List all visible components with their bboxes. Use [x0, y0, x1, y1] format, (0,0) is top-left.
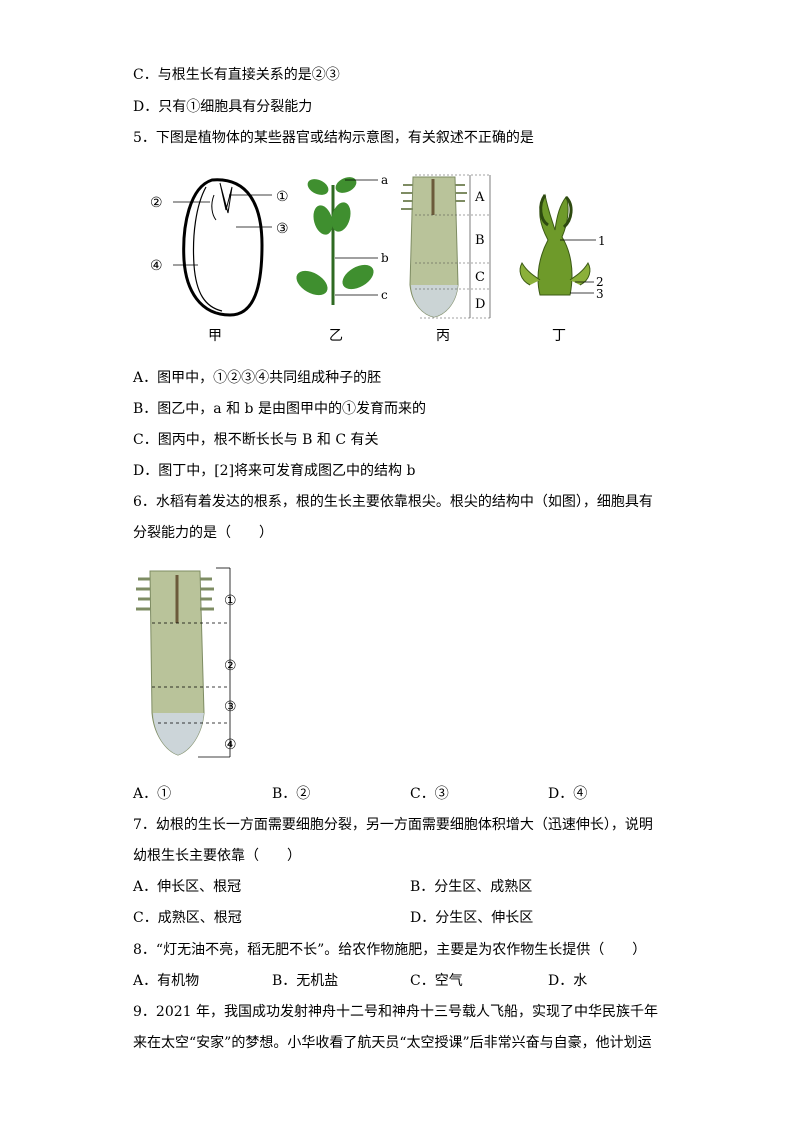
jia-caption: 甲	[208, 328, 222, 344]
figure-ding-bud: 1 2 3 丁	[519, 193, 606, 344]
q6-option-d: D．④	[548, 786, 588, 802]
jia-label-1: ①	[276, 189, 289, 205]
q7-option-c: C．成熟区、根冠	[133, 910, 242, 926]
q6-option-b: B．②	[272, 786, 311, 802]
q6-option-c: C．③	[410, 786, 449, 802]
figure-bing-root-tip: A B C D 丙	[401, 174, 491, 344]
q5-option-c: C．图丙中，根不断长长与 B 和 C 有关	[133, 432, 379, 448]
q5-option-d: D．图丁中，[2]将来可发育成图乙中的结构 b	[133, 463, 416, 479]
figure-yi-seedling: a b c 乙	[296, 173, 389, 344]
q5-option-b: B．图乙中，a 和 b 是由图甲中的①发育而来的	[133, 401, 426, 417]
bing-label-A: A	[474, 190, 485, 205]
q6-stem-line2: 分裂能力的是（ ）	[133, 525, 273, 541]
figure-jia-seed: ① ② ③ ④ 甲	[150, 178, 289, 344]
q6-stem-line1: 6．水稻有着发达的根系，根的生长主要依靠根尖。根尖的结构中（如图），细胞具有	[133, 494, 653, 510]
prev-option-d: D．只有①细胞具有分裂能力	[133, 99, 313, 115]
q7-stem-line2: 幼根生长主要依靠（ ）	[133, 848, 301, 864]
yi-caption: 乙	[329, 328, 343, 344]
q7-option-d: D．分生区、伸长区	[410, 910, 534, 926]
q5-option-a: A．图甲中，①②③④共同组成种子的胚	[133, 370, 382, 386]
q9-stem-line2: 来在太空“安家”的梦想。小华收看了航天员“太空授课”后非常兴奋与自豪，他计划运	[133, 1035, 652, 1051]
ding-label-3: 3	[596, 287, 604, 301]
yi-label-b: b	[381, 251, 389, 265]
jia-label-3: ③	[276, 221, 289, 237]
q6-label-1: ①	[224, 593, 237, 609]
bing-label-D: D	[475, 297, 485, 312]
bing-label-B: B	[475, 233, 485, 248]
q8-option-c: C．空气	[410, 973, 463, 989]
q7-stem-line1: 7．幼根的生长一方面需要细胞分裂，另一方面需要细胞体积增大（迅速伸长），说明	[133, 817, 653, 833]
q8-stem: 8．“灯无油不亮，稻无肥不长”。给农作物施肥，主要是为农作物生长提供（ ）	[133, 942, 647, 958]
q7-option-a: A．伸长区、根冠	[133, 879, 242, 895]
q7-option-b: B．分生区、成熟区	[410, 879, 533, 895]
q6-label-3: ③	[224, 699, 237, 715]
q6-option-a: A．①	[133, 786, 172, 802]
prev-option-c: C．与根生长有直接关系的是②③	[133, 67, 340, 83]
yi-label-a: a	[381, 173, 388, 187]
q6-label-4: ④	[224, 737, 237, 753]
q6-label-2: ②	[224, 658, 237, 674]
bing-caption: 丙	[436, 328, 450, 344]
ding-caption: 丁	[552, 328, 566, 344]
q8-option-d: D．水	[548, 973, 588, 989]
q5-figures: ① ② ③ ④ 甲 a b c 乙 A B C D	[150, 173, 606, 344]
ding-label-1: 1	[598, 234, 606, 248]
jia-label-4: ④	[150, 258, 163, 274]
q8-option-a: A．有机物	[133, 973, 200, 989]
q9-stem-line1: 9．2021 年，我国成功发射神舟十二号和神舟十三号载人飞船，实现了中华民族千年	[133, 1004, 658, 1020]
q6-root-tip-figure: ① ② ③ ④	[136, 567, 237, 758]
ding-label-2: 2	[596, 275, 604, 289]
jia-label-2: ②	[150, 195, 163, 211]
q5-stem: 5．下图是植物体的某些器官或结构示意图，有关叙述不正确的是	[133, 130, 534, 146]
q8-option-b: B．无机盐	[272, 973, 339, 989]
yi-label-c: c	[381, 288, 388, 302]
bing-label-C: C	[475, 270, 485, 285]
